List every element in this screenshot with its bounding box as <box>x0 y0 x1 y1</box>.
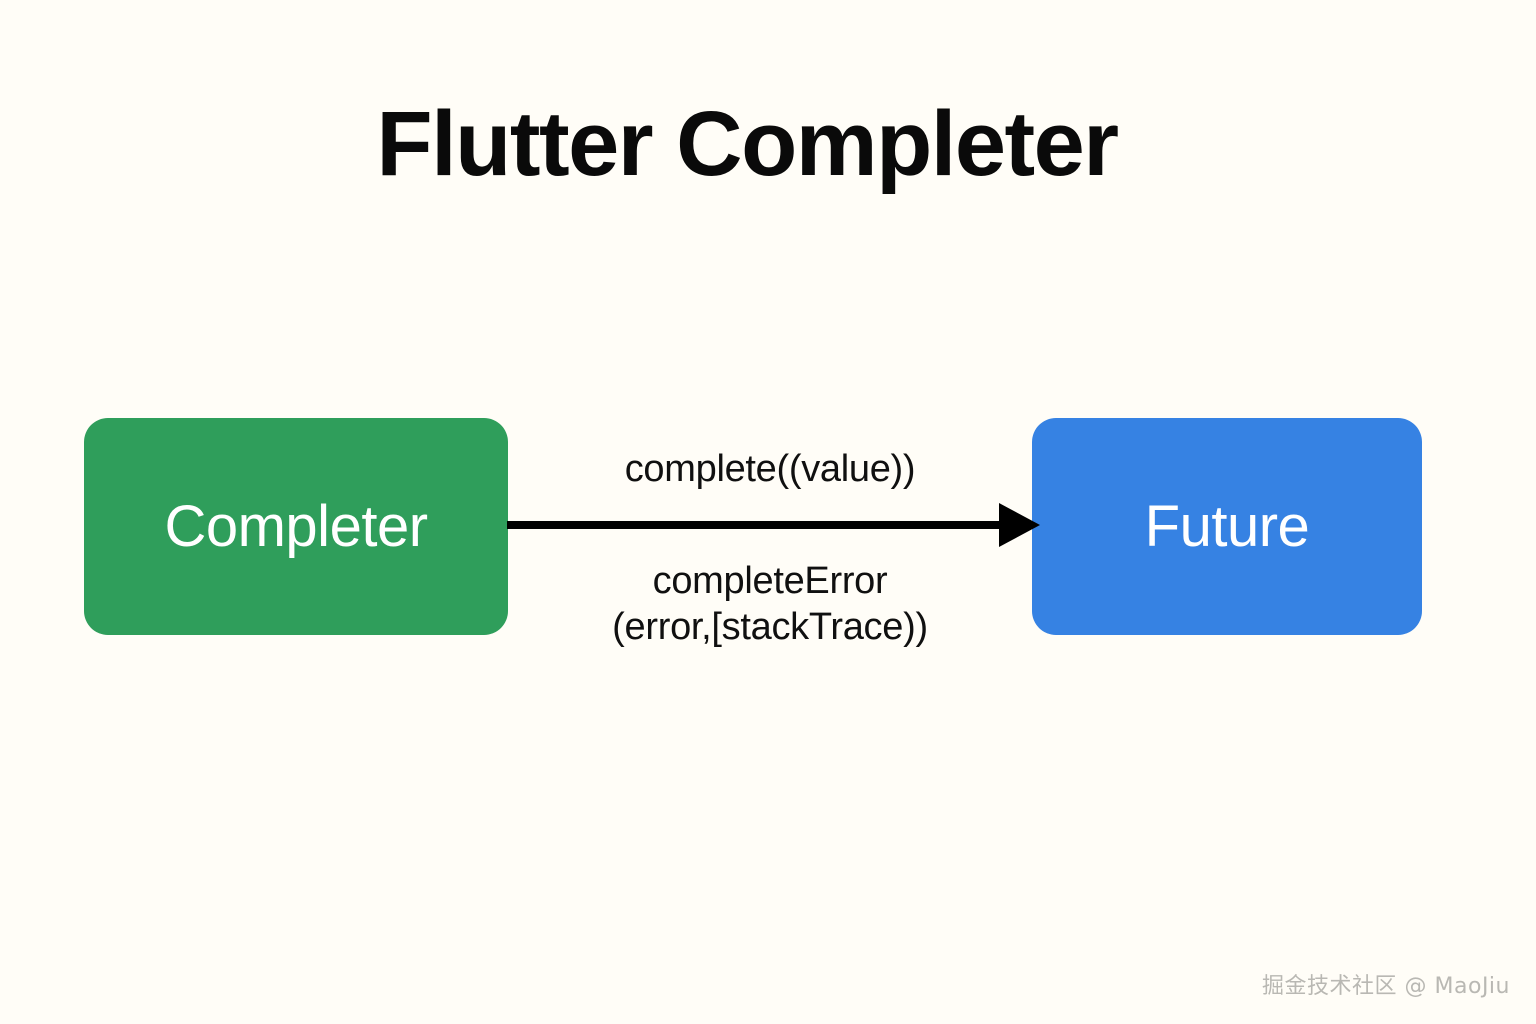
page-title: Flutter Completer <box>376 93 1119 195</box>
edge-label-complete-error: completeError (error,[stackTrace)) <box>498 558 1042 651</box>
node-completer: Completer <box>84 418 508 635</box>
watermark: 掘金技术社区 @ MaoJiu <box>1262 974 1510 999</box>
edge-arrow-completer-to-future <box>507 503 1040 547</box>
node-future-label: Future <box>1144 493 1310 559</box>
edge-label-complete: complete((value)) <box>624 448 916 490</box>
edge-label-complete-error-line2: (error,[stackTrace)) <box>612 606 928 649</box>
node-future: Future <box>1032 418 1422 635</box>
edge-label-complete-error-line1: completeError <box>652 560 888 602</box>
arrowhead-icon <box>999 503 1040 547</box>
node-completer-label: Completer <box>164 493 428 559</box>
